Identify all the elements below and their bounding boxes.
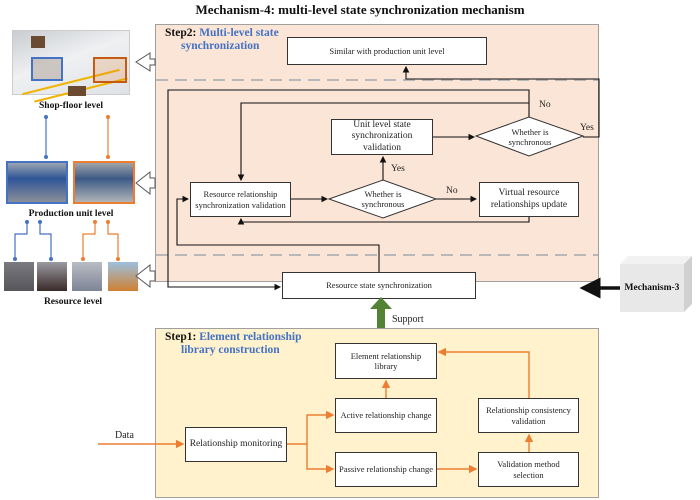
edge-label-no-lower: No — [446, 186, 458, 196]
step2-name-line2: synchronization — [181, 40, 260, 52]
production-unit-orange-image — [73, 161, 135, 204]
shop-floor-level-label: Shop-floor level — [39, 101, 103, 111]
step2-name-line1: Multi-level state — [199, 27, 279, 39]
diagram-title: Mechanism-4: multi-level state synchroni… — [195, 2, 525, 17]
resource-level-label: Resource level — [43, 297, 103, 307]
shop-to-unit-lines — [44, 115, 110, 159]
step2-title: Step2: Multi-level state synchronization — [165, 27, 295, 53]
edge-label-yes-lower: Yes — [391, 164, 405, 174]
step1-name-line2: library construction — [181, 344, 280, 356]
passive-relationship-change-box: Passive relationship change — [335, 452, 437, 487]
resource-image-1 — [4, 262, 34, 291]
data-input-label: Data — [115, 430, 134, 441]
active-relationship-change-box: Active relationship change — [335, 398, 437, 433]
support-label: Support — [392, 314, 424, 325]
step2-prefix: Step2: — [165, 27, 197, 39]
edge-label-no-upper: No — [539, 100, 551, 110]
step1-name-line1: Element relationship — [199, 331, 302, 343]
virtual-resource-update-box: Virtual resource relationships update — [479, 182, 579, 217]
mechanism-3-label: Mechanism-3 — [620, 264, 684, 312]
hollow-arrow-production-unit — [135, 170, 156, 196]
production-unit-blue-image — [6, 161, 68, 204]
resource-image-2 — [37, 262, 67, 291]
shop-floor-image — [12, 30, 130, 103]
unit-to-resource-lines — [13, 220, 120, 261]
support-arrow — [370, 297, 392, 328]
relationship-monitoring-box: Relationship monitoring — [185, 427, 287, 462]
resource-state-sync-box: Resource state synchronization — [282, 272, 476, 299]
shop-floor-blue-highlight — [31, 57, 63, 81]
mechanism-3-block: Mechanism-3 — [620, 256, 692, 312]
similar-production-unit-box: Similar with production unit level — [287, 37, 487, 65]
validation-method-selection-box: Validation method selection — [478, 452, 579, 487]
step1-prefix: Step1: — [165, 331, 197, 343]
resource-image-3 — [72, 262, 102, 291]
resource-relationship-validation-box: Resource relationship synchronization va… — [190, 182, 291, 217]
decision-lower-label: Whether is synchronous — [361, 189, 405, 209]
shop-floor-orange-highlight — [93, 57, 127, 83]
unit-level-validation-box: Unit level state synchronization validat… — [331, 119, 433, 155]
resource-image-4 — [108, 262, 138, 291]
edge-label-yes-upper: Yes — [580, 123, 594, 133]
production-unit-level-label: Production unit level — [28, 209, 114, 219]
relationship-consistency-validation-box: Relationship consistency validation — [478, 398, 579, 433]
hollow-arrow-shop-floor — [135, 52, 156, 72]
element-relationship-library-box: Element relationship library — [335, 343, 437, 379]
step1-title: Step1: Element relationship library cons… — [165, 331, 325, 357]
hollow-arrow-resource — [135, 263, 156, 289]
decision-upper-label: Whether is synchronous — [508, 127, 552, 147]
